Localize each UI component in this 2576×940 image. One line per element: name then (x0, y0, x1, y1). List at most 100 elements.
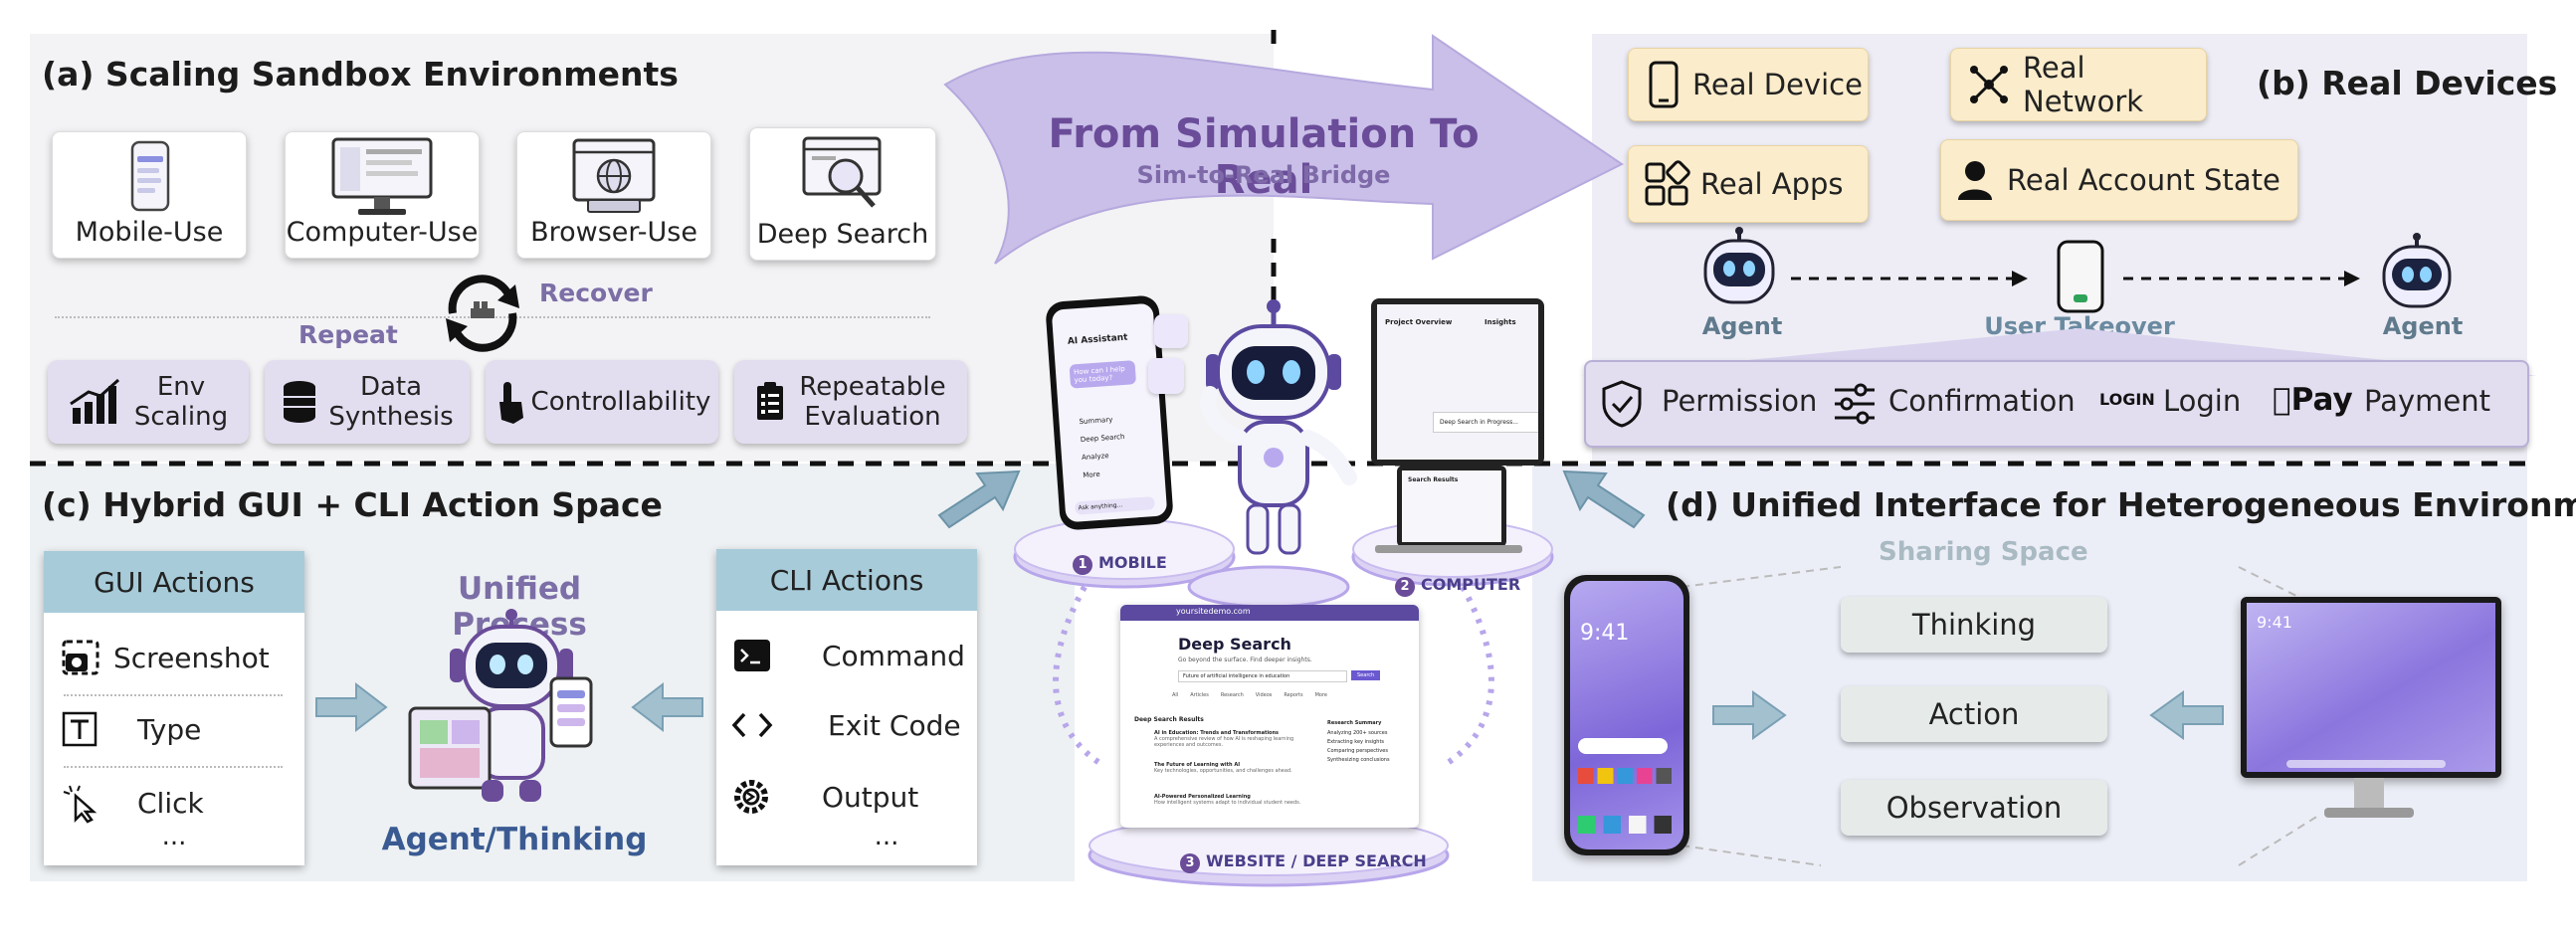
cursor-click-icon (63, 785, 98, 824)
arrow-into-center-right (1562, 470, 1646, 529)
ds-tab: Articles (1190, 692, 1209, 698)
web-label: WEBSITE / DEEP SEARCH (1206, 851, 1427, 870)
badge-2: 2 (1395, 577, 1415, 597)
confirmation-label: Confirmation (1888, 384, 2076, 418)
laptop-title: Search Results (1408, 476, 1459, 483)
apple-pay-icon: Pay (2273, 382, 2353, 418)
space-observation: Observation (1841, 780, 2107, 836)
cli-item-output: Output (716, 770, 977, 824)
center-robot (1200, 299, 1357, 555)
smartphone-icon (1649, 61, 1679, 108)
gui-item-label: Type (137, 712, 202, 746)
arrow-into-center-left (937, 470, 1021, 529)
phone-icon (130, 140, 170, 212)
real-account-state-button: Real Account State (1940, 139, 2298, 221)
agent-thinking-label: Agent/Thinking (381, 822, 648, 857)
feature-line1: Controllability (530, 387, 711, 417)
ds-search-button: Search (1351, 670, 1381, 680)
monitor-screen: Project Overview Insights Deep Search in… (1377, 304, 1538, 460)
button-label: Real Account State (2007, 163, 2280, 197)
card-computer-use: Computer-Use (285, 131, 480, 259)
rs-item: Analyzing 200+ sources (1327, 730, 1388, 736)
feature-line1: Env (156, 372, 206, 402)
panel-c-title: (c) Hybrid GUI + CLI Action Space (42, 485, 663, 524)
gui-item-screenshot: Screenshot (44, 633, 304, 682)
sharing-space-label: Sharing Space (1879, 537, 2088, 567)
ds-result-title: AI-Powered Personalized Learning (1154, 794, 1251, 800)
flow-arrow-left (1791, 271, 2028, 286)
cli-item-label: Exit Code (828, 708, 961, 742)
magnifier-icon (802, 136, 882, 208)
row-divider (64, 694, 283, 696)
ds-title: Deep Search (1178, 635, 1291, 654)
browser-bar (1120, 605, 1419, 621)
card-browser-use: Browser-Use (516, 131, 711, 259)
monitor-icon (331, 137, 433, 215)
laptop-screen: Search Results (1402, 470, 1501, 542)
recover-cycle-icon (446, 275, 519, 352)
ds-tab: All (1172, 692, 1179, 698)
ds-tab: Research (1220, 692, 1244, 698)
apps-grid-icon (1645, 160, 1690, 206)
mobile-label: MOBILE (1098, 553, 1167, 572)
feature-controllability: Controllability (486, 360, 718, 444)
ds-tab: Videos (1255, 692, 1273, 698)
ds-result-title: AI in Education: Trends and Transformati… (1154, 730, 1280, 736)
badge-1: 1 (1073, 555, 1092, 575)
repeat-label: Repeat (298, 320, 398, 349)
apple-icon:  (2273, 382, 2291, 418)
phone-time: 9:41 (1580, 621, 1630, 646)
popup-progress: Deep Search in Progress... (1433, 412, 1538, 433)
browser-globe-icon (572, 138, 656, 213)
deep-search-window: yoursitedemo.com Deep Search Go beyond t… (1120, 605, 1419, 828)
bridge-subtitle: Sim-to-Real Bridge (1136, 161, 1391, 189)
gear-output-icon (734, 780, 768, 814)
research-summary: Research Summary Analyzing 200+ sources … (1327, 720, 1413, 763)
shield-check-icon (1602, 380, 1642, 428)
ask-input: Ask anything... (1075, 496, 1155, 515)
menu-more: More (1083, 470, 1100, 480)
user-phone-icon (2057, 240, 2104, 313)
rs-item: Synthesizing conclusions (1327, 757, 1390, 763)
phone-dock (1578, 816, 1676, 834)
database-icon (284, 381, 316, 423)
gui-more: ... (161, 822, 187, 851)
real-network-button: Real Network (1950, 48, 2207, 121)
panel-d-monitor: 9:41 (2241, 597, 2501, 778)
feature-line2: Evaluation (804, 402, 941, 432)
gui-item-type: Type (44, 704, 304, 754)
recover-label: Recover (539, 279, 653, 307)
ds-tab: Reports (1284, 692, 1303, 698)
pay-glyph: Pay (2273, 382, 2353, 418)
arrow-gui-to-agent (315, 681, 388, 733)
ds-result-desc: A comprehensive review of how AI is resh… (1154, 736, 1294, 748)
space-action: Action (1841, 686, 2107, 742)
card-label: Mobile-Use (75, 217, 224, 248)
permission-bar: Permission Confirmation LOGIN Login Pay… (1584, 360, 2529, 448)
arrow-cli-to-agent (631, 681, 703, 733)
ds-query: Future of artificial intelligence in edu… (1178, 670, 1347, 682)
cli-item-label: Output (822, 780, 919, 814)
cli-actions-list: CLI Actions Command Exit Code Output ... (716, 549, 977, 865)
user-icon (1958, 161, 1992, 200)
sliders-icon (1835, 383, 1875, 425)
gui-item-label: Screenshot (113, 641, 270, 674)
gui-actions-header: GUI Actions (44, 551, 304, 613)
phone-screen: AI Assistant How can I help you today? S… (1051, 302, 1168, 523)
assistant-bubble: How can I help you today? (1069, 360, 1137, 389)
insights-label: Insights (1485, 318, 1516, 326)
center-laptop: Search Results (1397, 466, 1506, 547)
gui-item-label: Click (137, 786, 204, 820)
login-label: Login (2163, 384, 2242, 418)
url-text: yoursitedemo.com (1176, 607, 1251, 616)
panel-a-title: (a) Scaling Sandbox Environments (42, 55, 679, 94)
monitor-stand (2354, 778, 2384, 810)
network-icon (1970, 66, 2008, 103)
card-deep-search: Deep Search (749, 127, 936, 261)
monitor-time: 9:41 (2257, 613, 2292, 632)
checklist-icon (757, 382, 784, 420)
menu-summary: Summary (1079, 415, 1113, 427)
panel-b-title: (b) Real Devices (2257, 64, 2558, 102)
